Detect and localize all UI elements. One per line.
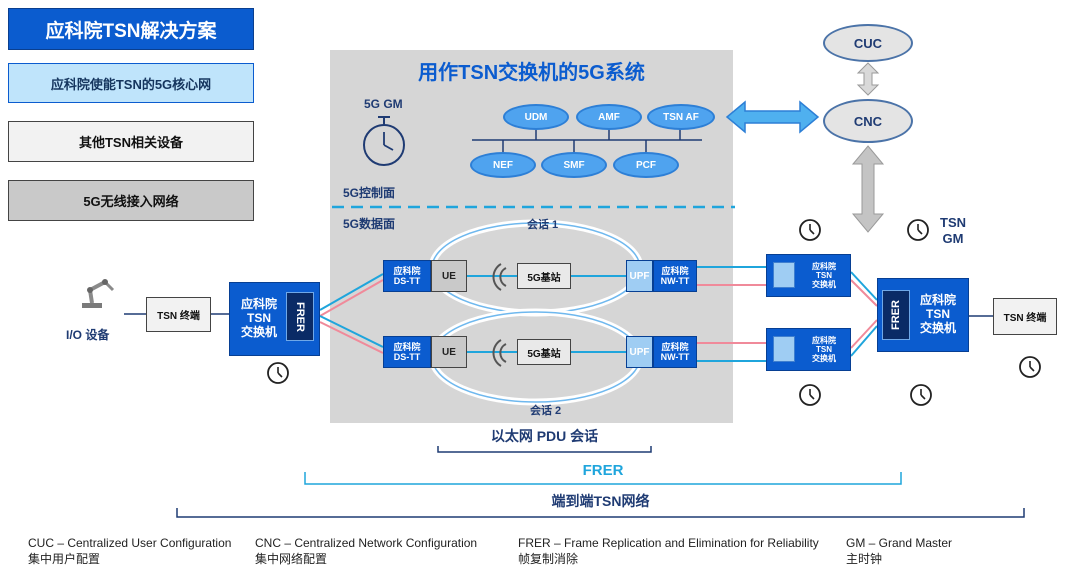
e2e-network-label: 端到端TSN网络 — [551, 493, 650, 509]
switch-ports-icon — [773, 336, 795, 362]
data-plane-label: 5G数据面 — [343, 217, 396, 231]
5g-gm-label: 5G GM — [364, 97, 403, 111]
session-1-label: 会话 1 — [527, 219, 559, 231]
io-device-label: I/O 设备 — [66, 328, 110, 342]
clock-icon — [799, 219, 821, 241]
frer-left-label: FRER — [294, 301, 307, 332]
footnote-frer-en: FRER – Frame Replication and Elimination… — [518, 536, 819, 550]
upf-2[interactable]: UPF — [626, 336, 653, 368]
footnote-frer-zh: 帧复制消除 — [518, 552, 579, 566]
stopwatch-icon — [363, 116, 405, 166]
nf-amf[interactable]: AMF — [576, 104, 642, 130]
upf-1[interactable]: UPF — [626, 260, 653, 292]
clock-icon — [1019, 356, 1041, 378]
system-title: 用作TSN交换机的5G系统 — [418, 62, 645, 84]
footnote-gm-zh: 主时钟 — [846, 552, 883, 566]
frer-bracket-label: FRER — [582, 462, 624, 479]
frer-right-label: FRER — [890, 300, 903, 330]
ds-tt-2[interactable]: 应科院 DS-TT — [383, 336, 431, 368]
gnb-2[interactable]: 5G基站 — [517, 339, 571, 365]
pdu-session-label: 以太网 PDU 会话 — [490, 428, 599, 444]
footnote-cuc-zh: 集中用户配置 — [28, 552, 101, 566]
nf-nef[interactable]: NEF — [470, 152, 536, 178]
ds-tt-1[interactable]: 应科院 DS-TT — [383, 260, 431, 292]
legend-other-devices: 其他TSN相关设备 — [8, 121, 254, 162]
clock-icon — [907, 219, 929, 241]
footnote-gm: GM – Grand Master 主时钟 — [846, 536, 952, 567]
control-plane-label: 5G控制面 — [343, 186, 396, 200]
nf-smf[interactable]: SMF — [541, 152, 607, 178]
tsn-switch-right[interactable]: 应科院 TSN 交换机 — [877, 278, 969, 352]
nf-pcf[interactable]: PCF — [613, 152, 679, 178]
ue-1[interactable]: UE — [431, 260, 467, 292]
footnote-cnc-en: CNC – Centralized Network Configuration — [255, 536, 478, 550]
footnote-cuc-en: CUC – Centralized User Configuration — [28, 536, 232, 550]
tsn-switch-mid-2-label: 应科院 TSN 交换机 — [812, 335, 836, 364]
clock-icon — [799, 384, 821, 406]
session-2-label: 会话 2 — [530, 405, 562, 417]
tsn-switch-left-label: 应科院 TSN 交换机 — [240, 297, 277, 339]
legend-ran: 5G无线接入网络 — [8, 180, 254, 221]
legend-core-network: 应科院使能TSN的5G核心网 — [8, 63, 254, 103]
tsn-switch-right-label: 应科院 TSN 交换机 — [919, 293, 956, 335]
tsn-gm-label: TSN GM — [940, 215, 966, 246]
robot-arm-icon — [82, 279, 115, 308]
footnote-gm-en: GM – Grand Master — [846, 536, 953, 550]
clock-icon — [910, 384, 932, 406]
footnote-cuc: CUC – Centralized User Configuration 集中用… — [28, 536, 231, 567]
switch-ports-icon — [773, 262, 795, 288]
cnc-node[interactable]: CNC — [823, 99, 913, 143]
cuc-node[interactable]: CUC — [823, 24, 913, 62]
tsn-terminal-right[interactable]: TSN 终端 — [993, 298, 1057, 335]
clock-icon — [267, 362, 289, 384]
gnb-1[interactable]: 5G基站 — [517, 263, 571, 289]
footnote-cnc-zh: 集中网络配置 — [255, 552, 328, 566]
nf-udm[interactable]: UDM — [503, 104, 569, 130]
legend-solution: 应科院TSN解决方案 — [8, 8, 254, 50]
frer-right: FRER — [882, 290, 910, 340]
nw-tt-2[interactable]: 应科院 NW-TT — [653, 336, 697, 368]
tsn-terminal-left[interactable]: TSN 终端 — [146, 297, 211, 332]
footnote-frer: FRER – Frame Replication and Elimination… — [518, 536, 819, 567]
nf-tsn-af[interactable]: TSN AF — [647, 104, 715, 130]
ue-2[interactable]: UE — [431, 336, 467, 368]
frer-left: FRER — [286, 292, 314, 341]
tsn-switch-mid-1-label: 应科院 TSN 交换机 — [812, 261, 836, 290]
tsn-switch-mid-2[interactable]: 应科院 TSN 交换机 — [766, 328, 851, 371]
nw-tt-1[interactable]: 应科院 NW-TT — [653, 260, 697, 292]
footnote-cnc: CNC – Centralized Network Configuration … — [255, 536, 477, 567]
